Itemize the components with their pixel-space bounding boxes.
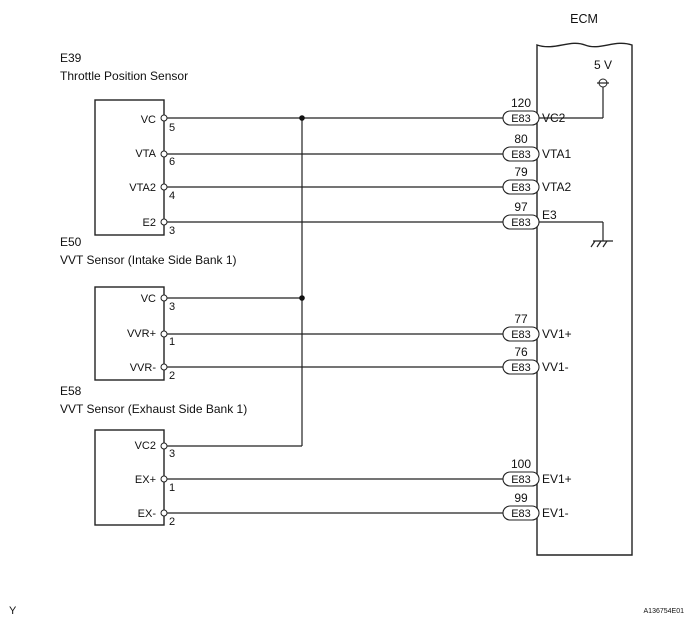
connector-label: E83 — [511, 149, 531, 161]
terminal-pin: 97 — [514, 200, 528, 214]
figure-code: A136754E01 — [644, 608, 685, 615]
ecm-title: ECM — [570, 12, 598, 26]
sensor-e58: E58 VVT Sensor (Exhaust Side Bank 1) VC2… — [60, 384, 247, 528]
pin-number: 1 — [169, 482, 175, 494]
pin-number: 2 — [169, 370, 175, 382]
terminal-name: EV1- — [542, 506, 569, 520]
ecm-terminal-e3: 97 E83 E3 — [502, 200, 557, 230]
pin-label: VC — [141, 114, 156, 126]
splice-point — [299, 295, 305, 301]
connector-label: E83 — [511, 113, 531, 125]
sensor-name: VVT Sensor (Exhaust Side Bank 1) — [60, 402, 247, 416]
sensor-name: VVT Sensor (Intake Side Bank 1) — [60, 253, 237, 267]
pin-label: VTA2 — [129, 182, 156, 194]
sensor-pin-terminals — [160, 114, 168, 517]
pin-number: 2 — [169, 516, 175, 528]
terminal-pin: 120 — [511, 96, 531, 110]
splice-point — [299, 115, 305, 121]
terminal-name: VC2 — [542, 111, 566, 125]
terminal-name: E3 — [542, 208, 557, 222]
pin-label: EX+ — [135, 474, 156, 486]
pin-number: 3 — [169, 448, 175, 460]
pin-number: 6 — [169, 156, 175, 168]
connector-label: E83 — [511, 329, 531, 341]
terminal-name: VTA2 — [542, 180, 571, 194]
terminal-name: VTA1 — [542, 147, 571, 161]
pin-number: 3 — [169, 225, 175, 237]
ecm-terminal-vc2: 120 E83 VC2 — [502, 96, 566, 126]
power-label: 5 V — [594, 58, 612, 72]
pin-label: E2 — [143, 217, 156, 229]
terminal-pin: 76 — [514, 345, 528, 359]
terminal-pin: 80 — [514, 132, 528, 146]
pin-label: EX- — [138, 508, 157, 520]
sensor-code: E39 — [60, 51, 82, 65]
ecm-terminal-vta1: 80 E83 VTA1 — [502, 132, 571, 162]
footer-left-mark: Y — [9, 605, 17, 617]
sensor-code: E58 — [60, 384, 82, 398]
pin-number: 5 — [169, 122, 175, 134]
wire-harness — [164, 115, 503, 514]
sensor-name: Throttle Position Sensor — [60, 69, 188, 83]
connector-label: E83 — [511, 217, 531, 229]
terminal-pin: 77 — [514, 312, 528, 326]
pin-number: 3 — [169, 301, 175, 313]
ecm-terminal-ev1-plus: 100 E83 EV1+ — [502, 457, 572, 487]
ground-icon — [537, 221, 613, 248]
sensor-e50: E50 VVT Sensor (Intake Side Bank 1) VC V… — [60, 235, 237, 382]
terminal-pin: 79 — [514, 165, 528, 179]
terminal-name: EV1+ — [542, 472, 572, 486]
ecm-terminal-ev1-minus: 99 E83 EV1- — [502, 491, 569, 521]
terminal-pin: 100 — [511, 457, 531, 471]
terminal-name: VV1- — [542, 360, 569, 374]
terminal-name: VV1+ — [542, 327, 572, 341]
ecm-terminal-vv1-minus: 76 E83 VV1- — [502, 345, 569, 375]
power-source-5v: 5 V — [537, 58, 612, 119]
pin-number: 4 — [169, 190, 175, 202]
sensor-code: E50 — [60, 235, 82, 249]
pin-label: VTA — [135, 148, 156, 160]
connector-label: E83 — [511, 474, 531, 486]
ecm-block: ECM — [536, 12, 633, 556]
pin-label: VC — [141, 293, 156, 305]
pin-label: VVR+ — [127, 328, 156, 340]
connector-label: E83 — [511, 182, 531, 194]
pin-number: 1 — [169, 336, 175, 348]
pin-label: VVR- — [130, 362, 157, 374]
connector-label: E83 — [511, 362, 531, 374]
pin-label: VC2 — [135, 440, 156, 452]
sensor-e39: E39 Throttle Position Sensor VC VTA VTA2… — [60, 51, 188, 237]
connector-label: E83 — [511, 508, 531, 520]
ecm-terminal-vta2: 79 E83 VTA2 — [502, 165, 571, 195]
terminal-pin: 99 — [514, 491, 528, 505]
ecm-terminal-vv1-plus: 77 E83 VV1+ — [502, 312, 572, 342]
